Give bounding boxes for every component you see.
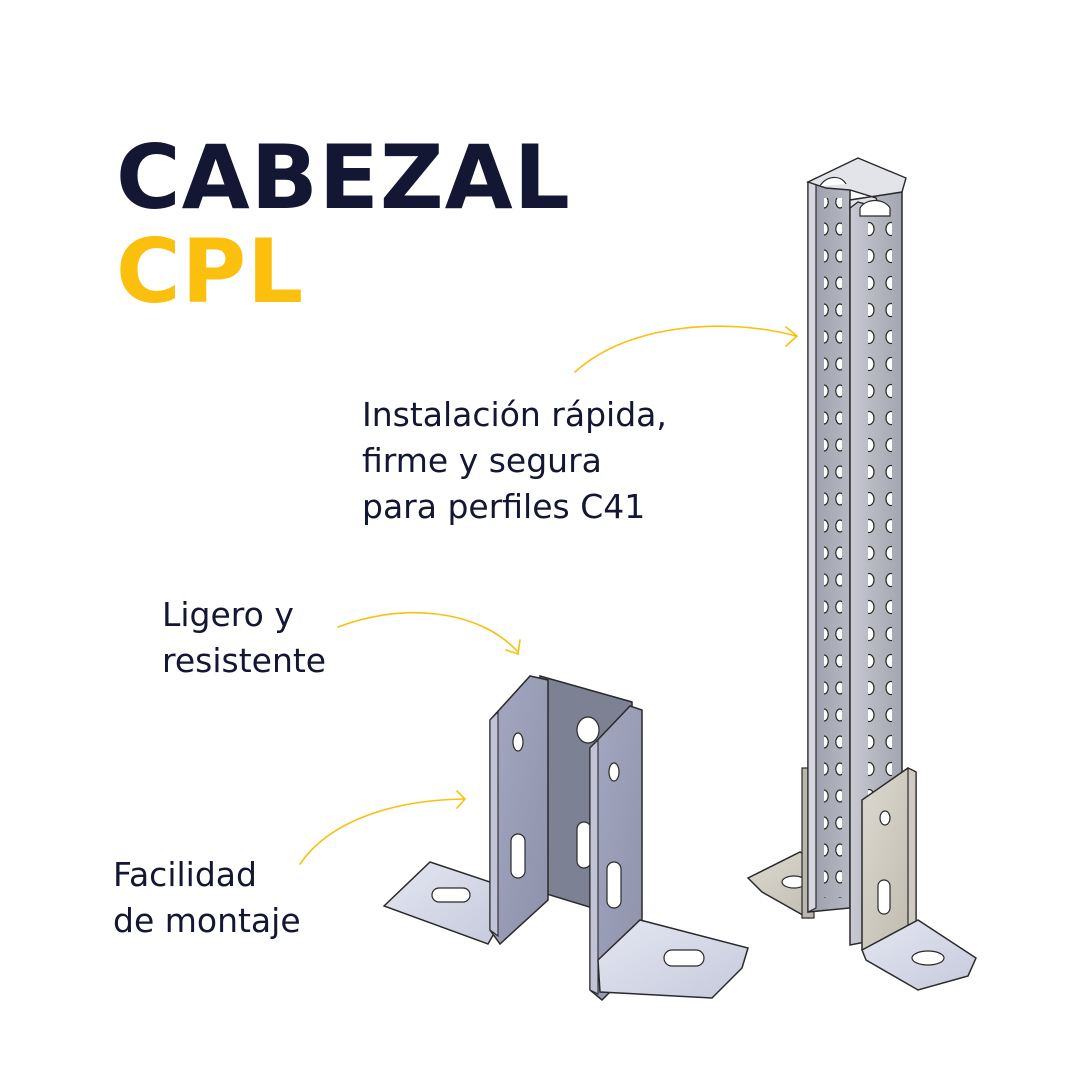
arrow-to-bracket-top — [337, 611, 521, 656]
product-title-line1: CABEZAL — [116, 126, 571, 229]
c-channel-post — [746, 157, 977, 991]
u-bracket — [382, 675, 749, 1002]
caption-installation: Instalación rápida, firme y segura para … — [362, 395, 667, 526]
product-title-line2: CPL — [116, 220, 305, 323]
arrow-to-channel — [574, 325, 799, 373]
arrow-to-bracket-side — [299, 790, 467, 865]
caption-mounting: Facilidad de montaje — [113, 855, 301, 940]
caption-lightweight: Ligero y resistente — [162, 595, 327, 680]
